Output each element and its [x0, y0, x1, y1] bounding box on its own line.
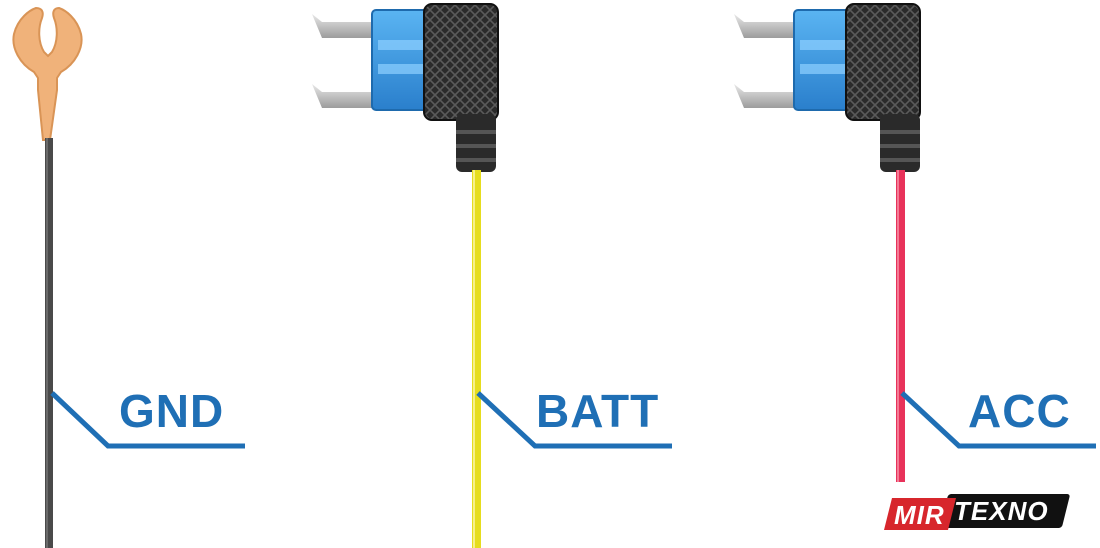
batt-leader-line — [476, 391, 672, 449]
gnd-wire-assembly — [12, 6, 245, 548]
gnd-wire — [45, 138, 53, 548]
acc-label: ACC — [968, 385, 1071, 437]
batt-wire-assembly — [312, 3, 672, 548]
mini-fuse-tap-icon — [312, 3, 499, 172]
acc-wire — [896, 170, 905, 482]
batt-wire — [472, 170, 481, 548]
acc-leader-line — [900, 391, 1096, 449]
gnd-leader-line — [50, 391, 245, 449]
mini-fuse-tap-icon — [734, 3, 921, 172]
logo-texno-text: TEXNO — [954, 496, 1049, 526]
batt-label: BATT — [536, 385, 660, 437]
logo-mir-text: MIR — [894, 500, 945, 530]
acc-wire-assembly — [734, 3, 1096, 482]
gnd-label: GND — [119, 385, 225, 437]
spade-terminal-icon — [12, 6, 83, 141]
mirtexno-logo: MIR TEXNO — [884, 494, 1071, 532]
